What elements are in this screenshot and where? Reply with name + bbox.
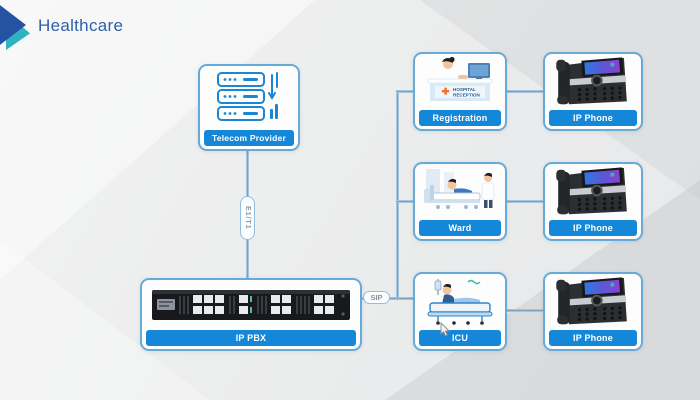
ip-pbx-label: IP PBX: [146, 330, 356, 346]
registration-label: Registration: [419, 110, 501, 126]
ward-illustration: [415, 164, 505, 219]
reception-sign-line2: RECEPTION: [453, 92, 480, 97]
node-icu: ICU: [413, 272, 507, 351]
mouse-cursor-icon: [440, 322, 451, 337]
ip-phone-label: IP Phone: [549, 330, 637, 346]
ip-phone-image: [545, 54, 641, 109]
link-bus-registration: [396, 90, 414, 93]
reception-sign-line1: HOSPITAL: [453, 87, 476, 92]
node-ip-phone-1: IP Phone: [543, 52, 643, 131]
node-ward: Ward: [413, 162, 507, 241]
link-bus-vertical: [396, 90, 399, 300]
node-ip-phone-3: IP Phone: [543, 272, 643, 351]
node-registration: HOSPITAL RECEPTION Registration: [413, 52, 507, 131]
ip-phone-label: IP Phone: [549, 110, 637, 126]
ip-phone-image: [545, 274, 641, 329]
link-icu-phone: [507, 309, 544, 312]
page-title: Healthcare: [38, 16, 124, 35]
e1t1-label: E1/T1: [240, 196, 255, 240]
link-bus-ward: [396, 200, 414, 203]
healthcare-logo-icon: [0, 0, 34, 52]
node-ip-phone-2: IP Phone: [543, 162, 643, 241]
node-telecom-provider: Telecom Provider: [198, 64, 300, 151]
telecom-provider-label: Telecom Provider: [204, 130, 294, 146]
pbx-device-image: [142, 280, 360, 329]
server-stack-icon: [200, 66, 298, 129]
link-ward-phone: [507, 200, 544, 203]
ip-phone-label: IP Phone: [549, 220, 637, 236]
icu-label: ICU: [419, 330, 501, 346]
link-registration-phone: [507, 90, 544, 93]
sip-label: SIP: [363, 291, 390, 304]
ip-phone-image: [545, 164, 641, 219]
node-ip-pbx: IP PBX: [140, 278, 362, 351]
reception-illustration: HOSPITAL RECEPTION: [415, 54, 505, 109]
icu-illustration: [415, 274, 505, 329]
ward-label: Ward: [419, 220, 501, 236]
